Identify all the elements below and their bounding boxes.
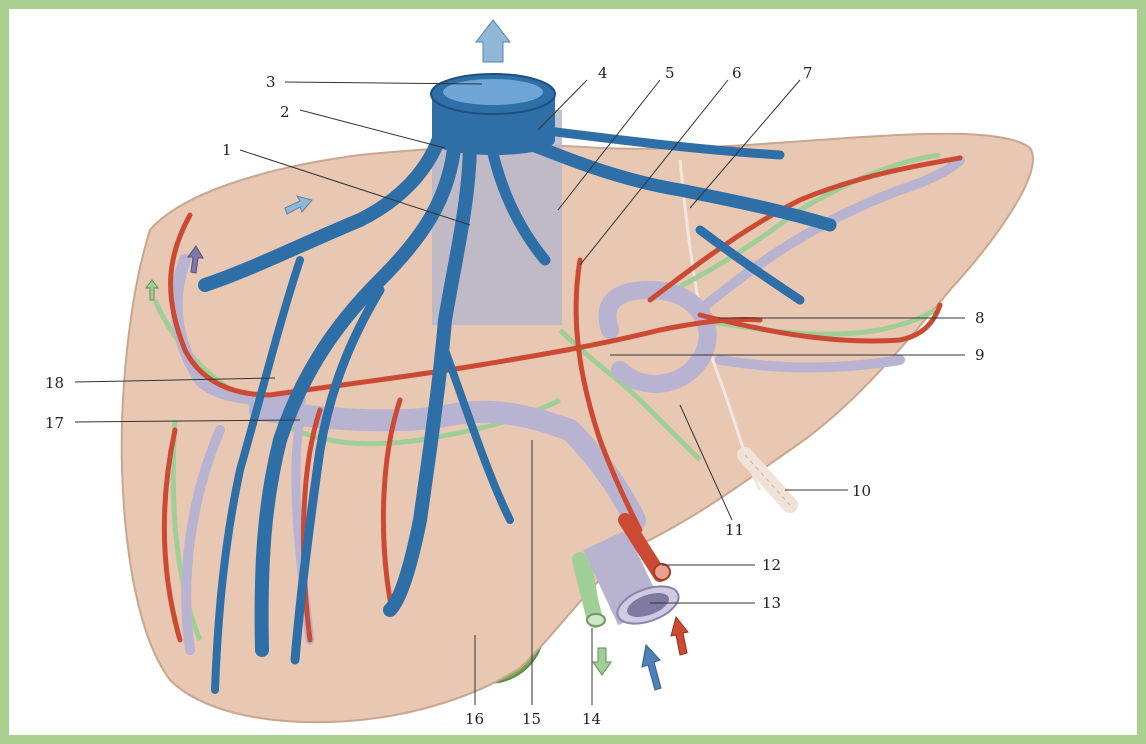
vena-cava-lumen <box>443 79 543 105</box>
label-18: 18 <box>45 374 64 392</box>
label-15: 15 <box>522 710 541 728</box>
label-4: 4 <box>598 64 608 82</box>
arrow-up-outflow <box>476 20 510 62</box>
label-3: 3 <box>266 73 276 91</box>
label-17: 17 <box>45 414 64 432</box>
label-10: 10 <box>852 482 871 500</box>
label-16: 16 <box>465 710 484 728</box>
arrow-portal-in <box>642 645 661 690</box>
label-14: 14 <box>582 710 601 728</box>
arrow-bile-out <box>593 648 611 675</box>
hepatic-artery-opening <box>654 564 670 580</box>
arrow-artery-in <box>671 617 688 655</box>
common-bile-duct-opening <box>587 614 605 626</box>
label-11: 11 <box>725 521 744 539</box>
label-8: 8 <box>975 309 985 327</box>
label-6: 6 <box>732 64 742 82</box>
label-7: 7 <box>803 64 813 82</box>
label-12: 12 <box>762 556 781 574</box>
label-13: 13 <box>762 594 781 612</box>
label-1: 1 <box>222 141 232 159</box>
label-9: 9 <box>975 346 985 364</box>
leader-line-2 <box>300 110 445 148</box>
label-5: 5 <box>665 64 675 82</box>
label-2: 2 <box>280 103 290 121</box>
